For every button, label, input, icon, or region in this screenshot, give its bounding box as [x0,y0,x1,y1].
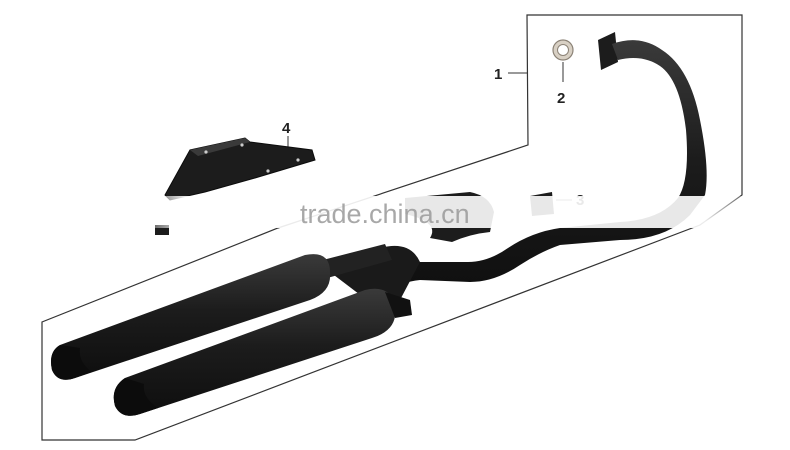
callout-4: 4 [282,120,291,137]
washer-ring [552,39,574,61]
watermark-text: trade.china.cn [300,199,470,229]
callout-1: 1 [494,66,502,83]
callout-2: 2 [557,90,565,107]
assembly-frame [41,14,743,441]
watermark-band [135,196,755,228]
exhaust-assembly [51,32,707,416]
